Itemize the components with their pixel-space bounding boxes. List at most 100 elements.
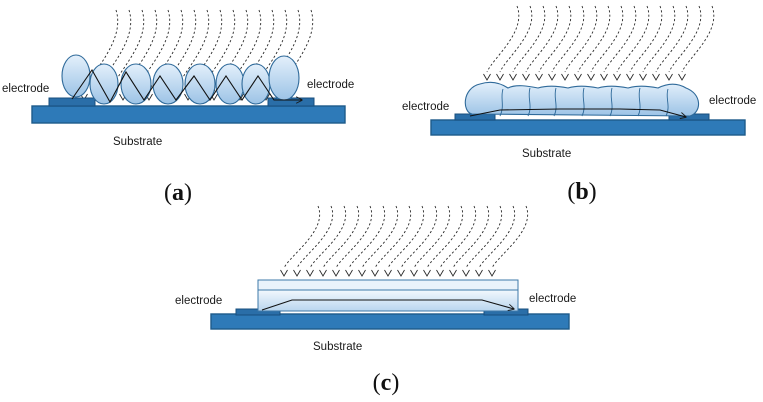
electrode-label-left-b: electrode (402, 101, 449, 113)
caption-a: (a) (164, 180, 192, 206)
caption-c-close: ) (391, 370, 399, 396)
light-ray (83, 9, 119, 93)
light-ray (322, 205, 360, 269)
light-ray (309, 205, 347, 269)
substrate-label-c: Substrate (313, 341, 362, 353)
light-ray (161, 9, 197, 93)
light-ray (226, 9, 262, 93)
substrate-label-b: Substrate (522, 148, 571, 160)
caption-b: (b) (567, 179, 596, 205)
light-rays-b (483, 5, 715, 81)
light-ray (187, 9, 223, 93)
electrode-right-a (267, 97, 315, 107)
light-ray (283, 205, 321, 269)
grain-boundary (637, 87, 641, 117)
light-ray (96, 9, 132, 93)
grain (184, 63, 216, 105)
grain (120, 63, 152, 105)
light-ray-arrowhead (639, 73, 647, 81)
light-ray-arrowhead (410, 269, 418, 277)
film-top-layer-c (257, 279, 519, 291)
light-ray (616, 5, 650, 73)
grain (241, 63, 271, 105)
light-ray (413, 205, 451, 269)
light-ray-arrowhead (306, 269, 314, 277)
caption-c-letter: c (381, 370, 392, 396)
light-ray-arrowhead (509, 73, 517, 81)
substrate-a (31, 105, 346, 124)
light-ray (655, 5, 689, 73)
light-ray (439, 205, 477, 269)
light-ray-arrowhead (423, 269, 431, 277)
light-ray (564, 5, 598, 73)
light-ray (200, 9, 236, 93)
caption-c: (c) (373, 370, 400, 396)
electrode-label-right-b: electrode (709, 95, 756, 107)
electrode-label-left-c: electrode (175, 295, 222, 307)
light-ray (361, 205, 399, 269)
light-ray-arrowhead (397, 269, 405, 277)
light-ray (213, 9, 249, 93)
light-ray-arrowhead (522, 73, 530, 81)
light-ray-arrowhead (574, 73, 582, 81)
light-ray (486, 5, 520, 73)
grain-boundary (609, 87, 613, 117)
light-ray-arrowhead (371, 269, 379, 277)
light-ray (296, 205, 334, 269)
grains-a (61, 54, 300, 105)
electrode-left-a (48, 97, 96, 107)
light-ray-arrowhead (665, 73, 673, 81)
electrode-label-right-c: electrode (529, 293, 576, 305)
light-ray (387, 205, 425, 269)
panel-a: electrode electrode Substrate (a) (2, 9, 354, 206)
light-ray (348, 205, 386, 269)
substrate-c (210, 313, 570, 330)
light-ray (478, 205, 516, 269)
light-ray (465, 205, 503, 269)
light-ray (642, 5, 676, 73)
light-ray (122, 9, 158, 93)
light-ray-arrowhead (496, 73, 504, 81)
light-ray (239, 9, 275, 93)
light-rays-c (280, 205, 529, 277)
light-ray (551, 5, 585, 73)
caption-b-open: ( (567, 179, 575, 205)
light-ray-arrowhead (548, 73, 556, 81)
light-ray-arrowhead (345, 269, 353, 277)
electron-path-a (71, 68, 302, 102)
light-ray-arrowhead (280, 269, 288, 277)
electrode-label-left-a: electrode (2, 83, 49, 95)
grain-boundary (499, 88, 504, 117)
electrode-label-right-a: electrode (307, 79, 354, 91)
light-ray (525, 5, 559, 73)
light-ray (590, 5, 624, 73)
light-ray-arrowhead (587, 73, 595, 81)
caption-c-open: ( (373, 370, 381, 396)
grain-boundary (665, 88, 669, 117)
light-ray-arrowhead (293, 269, 301, 277)
light-ray-arrowhead (652, 73, 660, 81)
light-ray-arrowhead (678, 73, 686, 81)
light-ray-arrowhead (384, 269, 392, 277)
light-ray-arrowhead (488, 269, 496, 277)
grain-boundary (553, 87, 557, 117)
grain-boundary (527, 87, 531, 117)
electron-path-c (261, 299, 514, 310)
light-ray-arrowhead (535, 73, 543, 81)
grain (61, 54, 91, 98)
light-ray-arrowhead (319, 269, 327, 277)
grain-boundary (581, 87, 585, 117)
grain (152, 63, 184, 105)
light-ray-arrowhead (626, 73, 634, 81)
light-ray-arrowhead (613, 73, 621, 81)
light-ray-arrowhead (462, 269, 470, 277)
light-ray (491, 205, 529, 269)
light-ray-arrowhead (449, 269, 457, 277)
light-ray (400, 205, 438, 269)
light-ray (512, 5, 546, 73)
substrate-label-a: Substrate (113, 136, 162, 148)
light-ray (278, 9, 314, 93)
light-ray (577, 5, 611, 73)
light-ray (148, 9, 184, 93)
